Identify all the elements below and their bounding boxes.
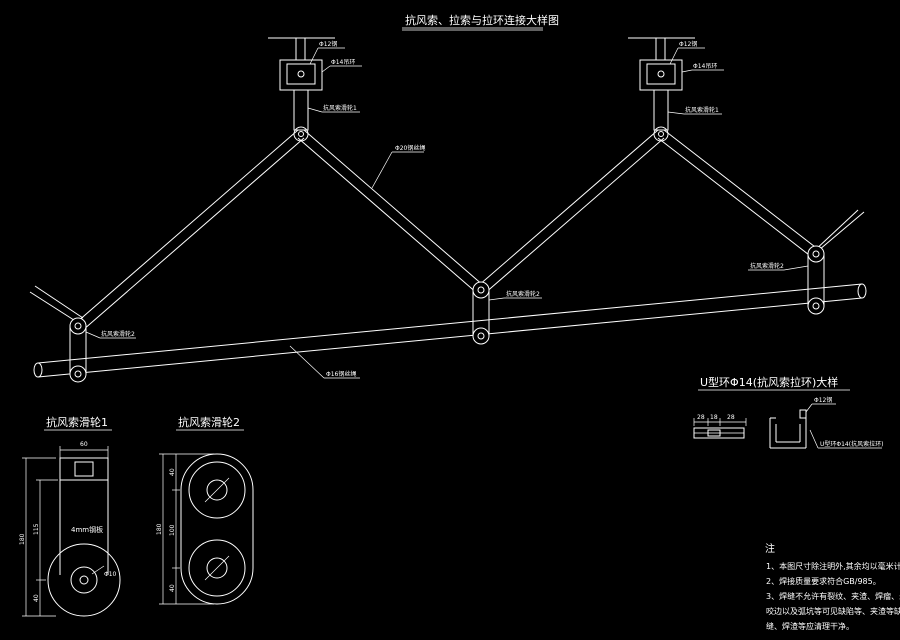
label-diagonal-rope: Φ20钢丝绳 [395,144,425,152]
ubolt-dim-b: 18 [710,414,718,421]
detail2-dim-bottom: 40 [169,584,176,592]
pulley-left [69,317,87,383]
detail1-dim-bottom: 40 [33,594,40,602]
detail-pulley-2: 抗风索滑轮2 180 40 100 40 [156,415,254,605]
leader-labels: Φ12钢 Φ14吊环 抗风索滑轮1 Φ12钢 Φ14吊环 抗风索滑轮1 Φ20钢… [85,40,809,379]
drawing-title: 抗风索、拉索与拉环连接大样图 [405,13,559,27]
ubolt-note: U型环Φ14(抗风索拉环) [820,440,883,448]
label-pulley-left: 抗风索滑轮1 [323,104,357,112]
detail2-title: 抗风索滑轮2 [178,415,240,429]
label-pulley-farright: 抗风索滑轮2 [750,262,784,270]
detail2-dim-mid: 100 [169,524,176,536]
label-hook-left: Φ12钢 [319,40,337,48]
ubolt-dim-a: 28 [697,414,705,421]
detail1-hole-dim: Φ10 [104,571,117,578]
cable-network [29,37,867,383]
notes-line-1: 1、本图尺寸除注明外,其余均以毫米计。 [766,561,900,571]
notes-line-2: 2、焊接质量要求符合GB/985。 [766,576,881,586]
hanger-right [628,37,695,142]
detail-pulley-1: 抗风索滑轮1 60 4mm钢板 Φ10 180 115 40 [19,415,121,617]
notes-line-3b: 咬边以及弧坑等可见缺陷等、夹渣等缺陷。所有焊 [766,606,900,616]
detail1-dim-mid: 115 [33,523,40,535]
notes-line-3c: 缝、焊渣等应清理干净。 [766,621,854,631]
detail-ubolt: U型环Φ14(抗风索拉环)大样 28 18 28 Φ12钢 U型环Φ14(抗风索… [693,375,883,449]
notes-heading: 注 [765,542,775,555]
diagonal-rope [29,129,865,331]
label-hook-right: Φ12钢 [679,40,697,48]
notes-line-3a: 3、焊缝不允许有裂纹、夹渣、焊瘤、未焊透、严重 [766,591,900,601]
detail1-dim-width: 60 [80,441,88,448]
label-ucap-right: Φ14吊环 [693,63,717,70]
pulley-right [807,245,825,315]
label-pulley-farleft: 抗风索滑轮2 [101,330,135,338]
detail2-dim-total: 180 [156,523,163,535]
ubolt-title: U型环Φ14(抗风索拉环)大样 [700,375,838,389]
detail1-title: 抗风索滑轮1 [46,415,108,429]
label-bottom-rope: Φ16钢丝绳 [326,370,356,378]
label-ucap-left: Φ14吊环 [331,59,355,66]
detail1-dim-total: 180 [19,533,26,545]
bottom-rope [33,283,867,378]
detail1-plate-label: 4mm钢板 [71,525,103,534]
ubolt-hook-label: Φ12钢 [814,396,832,404]
notes: 注 1、本图尺寸除注明外,其余均以毫米计。 2、焊接质量要求符合GB/985。 … [765,542,900,631]
detail2-dim-top: 40 [169,468,176,476]
pulley-middle [472,281,490,345]
ubolt-dim-c: 28 [727,414,735,421]
label-pulley-mid: 抗风索滑轮2 [506,290,540,298]
label-pulley-right: 抗风索滑轮1 [685,106,719,114]
hanger-left [268,37,335,142]
